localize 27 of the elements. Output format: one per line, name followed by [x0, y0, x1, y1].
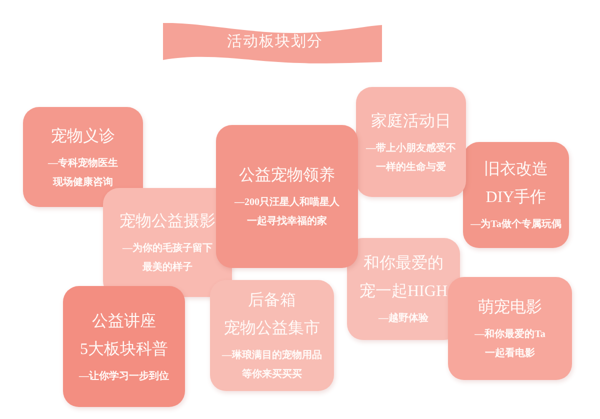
activity-card — [216, 125, 358, 268]
activity-title: 萌宠电影 — [478, 298, 542, 318]
activity-card — [448, 277, 572, 380]
activity-title: 旧衣改造DIY手作 — [484, 160, 548, 208]
activity-description: —为Ta做个专属玩偶 — [470, 218, 562, 232]
activity-description: —和你最爱的Ta一起看电影 — [474, 328, 546, 361]
activity-title: 宠物义诊 — [51, 126, 115, 146]
activity-title: 家庭活动日 — [371, 112, 451, 132]
activity-title: 宠物公益摄影 — [120, 212, 216, 232]
activity-title: 公益讲座5大板块科普 — [80, 312, 168, 360]
activity-card — [356, 87, 466, 197]
activity-description: —专科宠物医生现场健康咨询 — [48, 156, 118, 190]
activity-description: —为你的毛孩子留下最美的样子 — [122, 242, 212, 275]
activity-description: —琳琅满目的宠物用品等你来买买买 — [222, 348, 322, 382]
activity-description: —越野体验 — [378, 312, 428, 326]
activity-card — [347, 238, 460, 340]
activity-title: 和你最爱的宠一起HIGH — [360, 254, 448, 302]
activity-card — [210, 280, 334, 391]
activity-card — [23, 107, 143, 207]
title: 活动板块划分 — [227, 32, 323, 52]
activity-description: —带上小朋友感受不一样的生命与爱 — [366, 142, 456, 174]
activity-description: —让你学习一步到位 — [79, 370, 169, 384]
activity-card — [463, 142, 569, 248]
activity-description: —200只汪星人和喵星人一起寻找幸福的家 — [234, 196, 340, 229]
activity-card — [63, 286, 185, 407]
activity-title: 后备箱宠物公益集市 — [224, 290, 320, 339]
activity-title: 公益宠物领养 — [239, 166, 335, 186]
